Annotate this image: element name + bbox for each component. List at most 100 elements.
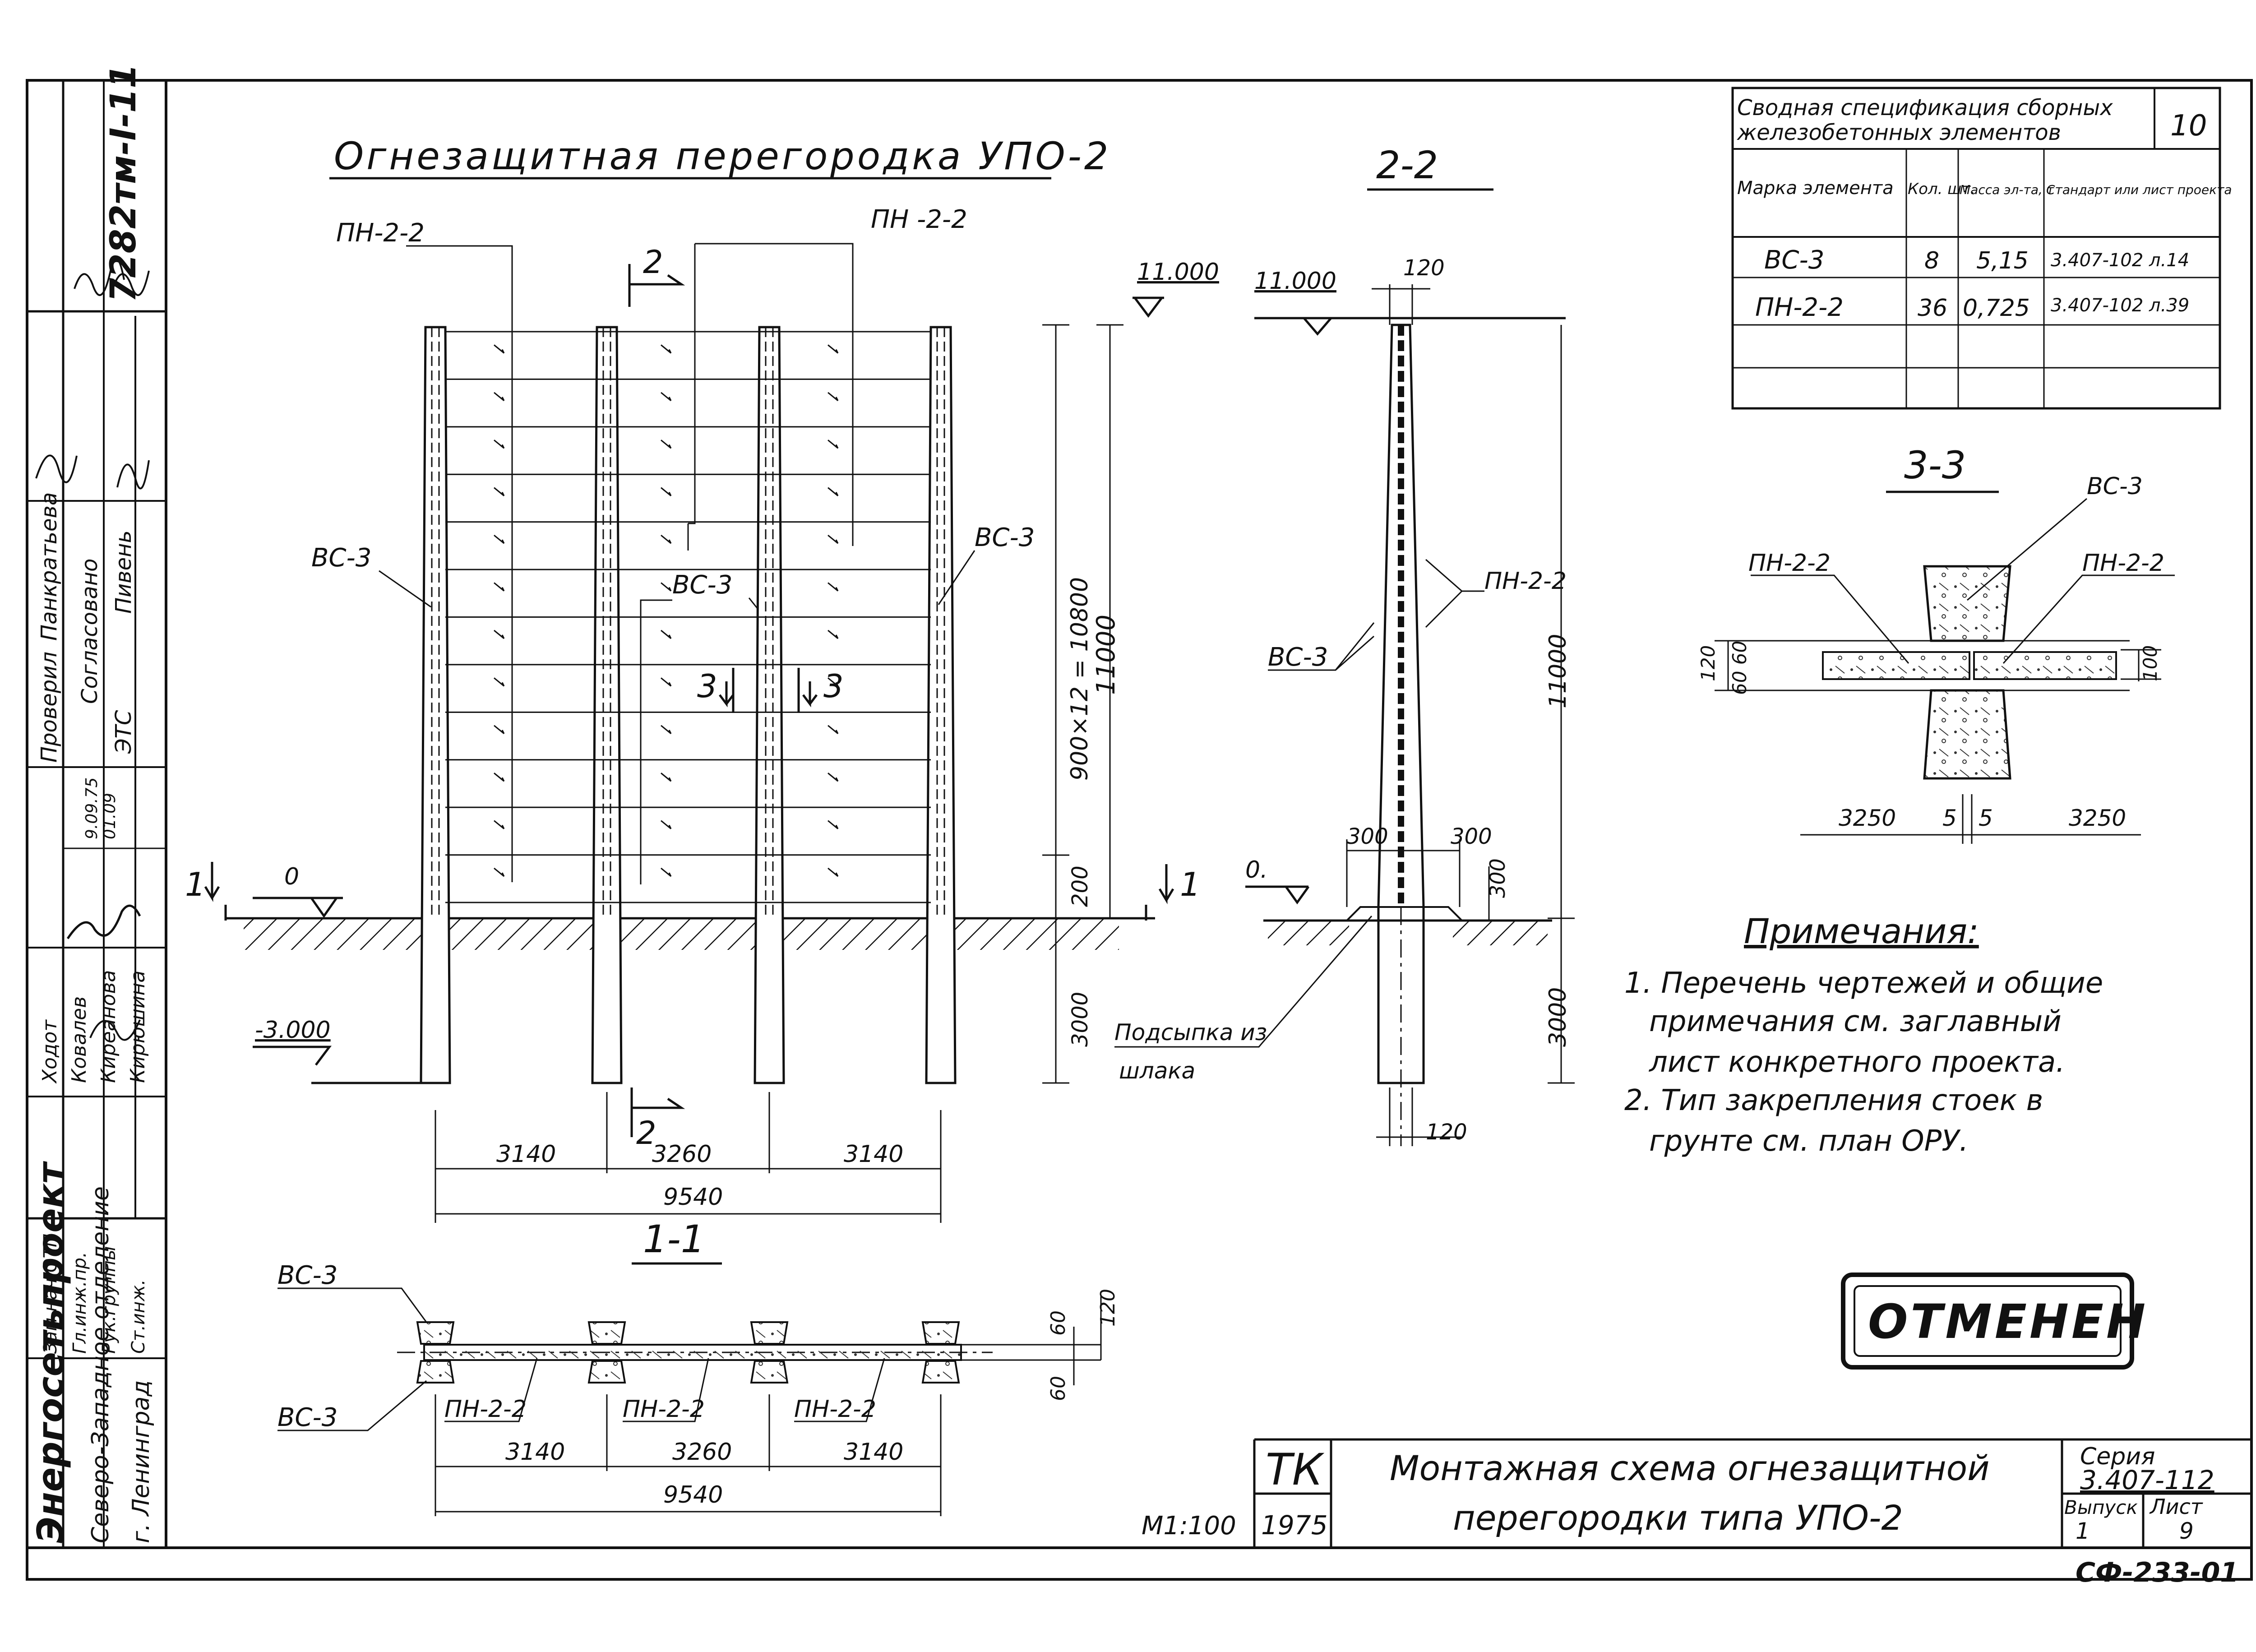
plan-column-bottom <box>750 1360 789 1384</box>
label-pn-left: ПН-2-2 <box>336 218 425 248</box>
s22-dim-300-left: 300 <box>1347 824 1388 849</box>
side-stamp: 7282тм-I-11 Проверил Панкратьева Согласо… <box>27 64 166 1548</box>
elev-panel-lifting-loop <box>661 534 672 544</box>
leader-vc-mid <box>640 597 759 884</box>
plan-dim-span-3: 3140 <box>844 1439 903 1466</box>
elev-panel-lifting-loop <box>661 629 672 639</box>
tb-title-2: перегородки типа УПО-2 <box>1453 1498 1903 1538</box>
spec-row1-std: 3.407-102 л.14 <box>2051 250 2189 271</box>
elev-panel-lifting-loop <box>828 582 839 592</box>
spec-header-mass: Масса эл-та, т <box>1960 182 2054 197</box>
elev-panel-lifting-loop <box>494 487 505 496</box>
s33-dim-120: 120 <box>1697 645 1719 681</box>
leader-pn-right <box>687 243 854 551</box>
s33-dim-3250-right: 3250 <box>2069 805 2126 831</box>
tb-sheet-label: Лист <box>2149 1495 2203 1519</box>
title-block-frame <box>1253 1438 2251 1548</box>
leader-pn-left <box>406 245 513 882</box>
tb-tk: ТК <box>1266 1444 1325 1495</box>
spec-header-std: Стандарт или лист проекта <box>2046 182 2232 197</box>
cancelled-stamp: ОТМЕНЕН <box>1841 1273 2148 1370</box>
s22-slag-1: Подсыпка из <box>1114 1019 1267 1046</box>
elev-dim-span-2: 3260 <box>652 1141 712 1168</box>
elevation-view: 11.000 0 -3.000 ПН-2-2 ПН -2-2 ВС-3 ВС-3… <box>185 205 1219 1223</box>
plan-label-pn-2: ПН-2-2 <box>623 1396 705 1423</box>
outer-frame <box>26 79 2253 1581</box>
plan-dim-120: 120 <box>1096 1289 1119 1327</box>
elev-panel-lifting-loop <box>828 440 839 449</box>
s22-slag-2: шлака <box>1119 1058 1195 1084</box>
project-number: 7282тм-I-11 <box>103 64 144 302</box>
plan-label-pn-1: ПН-2-2 <box>444 1396 527 1423</box>
s22-mark-top: 11.000 <box>1254 268 1336 295</box>
elev-panel-lifting-loop <box>494 820 505 829</box>
elev-panel-lifting-loop <box>661 582 672 592</box>
spec-header-qty: Кол. шт. <box>1908 180 1975 198</box>
plan-hdim-lines <box>435 1394 942 1516</box>
tb-series-label: Серия <box>2080 1443 2155 1470</box>
spec-sheet-no: 10 <box>2170 109 2207 143</box>
elev-panel-lifting-loop <box>494 582 505 592</box>
signature-2 <box>112 270 150 296</box>
plan-leader-vc-bottom <box>277 1380 427 1431</box>
elev-vdim-line-2 <box>1096 324 1123 919</box>
elev-mark-top: 11.000 <box>1137 259 1219 286</box>
checked-label: Проверил <box>37 652 62 763</box>
cut-2-bottom-mark <box>630 1087 685 1137</box>
name-3: Киреанова <box>97 970 120 1083</box>
agreed-name: Пивень <box>111 530 136 614</box>
s33-dim-lines <box>1715 640 2161 691</box>
spec-row2-std: 3.407-102 л.39 <box>2051 295 2189 316</box>
plan-label-pn-3: ПН-2-2 <box>794 1396 876 1423</box>
dept-label: ЭТС <box>111 710 136 754</box>
section-3-3-title: 3-3 <box>1904 443 1966 487</box>
elev-vdim-line-1 <box>1042 324 1069 1084</box>
checked-name: Панкратьева <box>37 492 62 641</box>
signature-6 <box>89 1019 141 1041</box>
plan-dim-span-2: 3260 <box>672 1439 732 1466</box>
tb-year: 1975 <box>1261 1510 1328 1541</box>
cut-1-left: 1 <box>185 865 206 903</box>
elev-panel-lifting-loop <box>661 487 672 496</box>
elev-panel-lifting-loop <box>494 392 505 402</box>
spec-row1-mark: ВС-3 <box>1764 245 1824 275</box>
tb-sheet-value: 9 <box>2179 1518 2194 1544</box>
cut-3-left-mark <box>719 668 735 713</box>
org-city: г. Ленинград <box>128 1380 155 1543</box>
plan-column-top <box>921 1321 960 1345</box>
elev-mark-zero-arrow <box>253 897 343 918</box>
plan-vdim-lines <box>961 1295 1102 1385</box>
agreed-label: Согласовано <box>77 559 102 704</box>
section-2-2-title: 2-2 <box>1376 143 1438 187</box>
elev-panel-lifting-loop <box>661 344 672 354</box>
drawing-code: СФ-233-01 <box>2076 1557 2239 1588</box>
label-pn-right: ПН -2-2 <box>871 205 967 234</box>
plan-1-1: 1-1 ВС-3 ВС-3 ПН-2-2 ПН-2-2 ПН-2-2 60 12… <box>277 1217 1119 1516</box>
s33-dim-5-left: 5 <box>1942 805 1957 831</box>
elev-panel-lifting-loop <box>828 487 839 496</box>
s22-label-pn: ПН-2-2 <box>1484 568 1567 595</box>
elev-mark-zero: 0 <box>284 863 299 890</box>
stamp-text: ОТМЕНЕН <box>1868 1294 2148 1349</box>
cut-3-left: 3 <box>697 668 717 705</box>
spec-header-mark: Марка элемента <box>1737 178 1894 199</box>
signature-3 <box>35 454 78 483</box>
s22-dim-120-top: 120 <box>1403 255 1445 281</box>
plan-label-vc-top: ВС-3 <box>277 1261 337 1290</box>
title-block: ТК 1975 Монтажная схема огнезащитной пер… <box>1253 1438 2251 1548</box>
leader-vc-right <box>938 550 975 605</box>
s33-label-pn-right: ПН-2-2 <box>2082 550 2164 577</box>
date-1: 9.09.75 <box>83 777 101 839</box>
s22-leader-pn <box>1425 559 1484 628</box>
name-2: Ковалев <box>68 996 91 1083</box>
spec-row1-mass: 5,15 <box>1976 247 2029 274</box>
plan-column-bottom <box>416 1360 455 1384</box>
elev-dim-panels: 900×12 = 10800 <box>1066 577 1093 781</box>
cut-3-right-mark <box>797 668 818 713</box>
notes-line-1: 1. Перечень чертежей и общие <box>1624 967 2103 1000</box>
plan-dim-60-bottom: 60 <box>1047 1376 1070 1401</box>
elev-dim-200: 200 <box>1068 865 1093 907</box>
notes-line-5: грунте см. план ОРУ. <box>1649 1124 1969 1158</box>
date-2: 01.09 <box>101 793 119 839</box>
s22-ground-left <box>1268 921 1349 945</box>
